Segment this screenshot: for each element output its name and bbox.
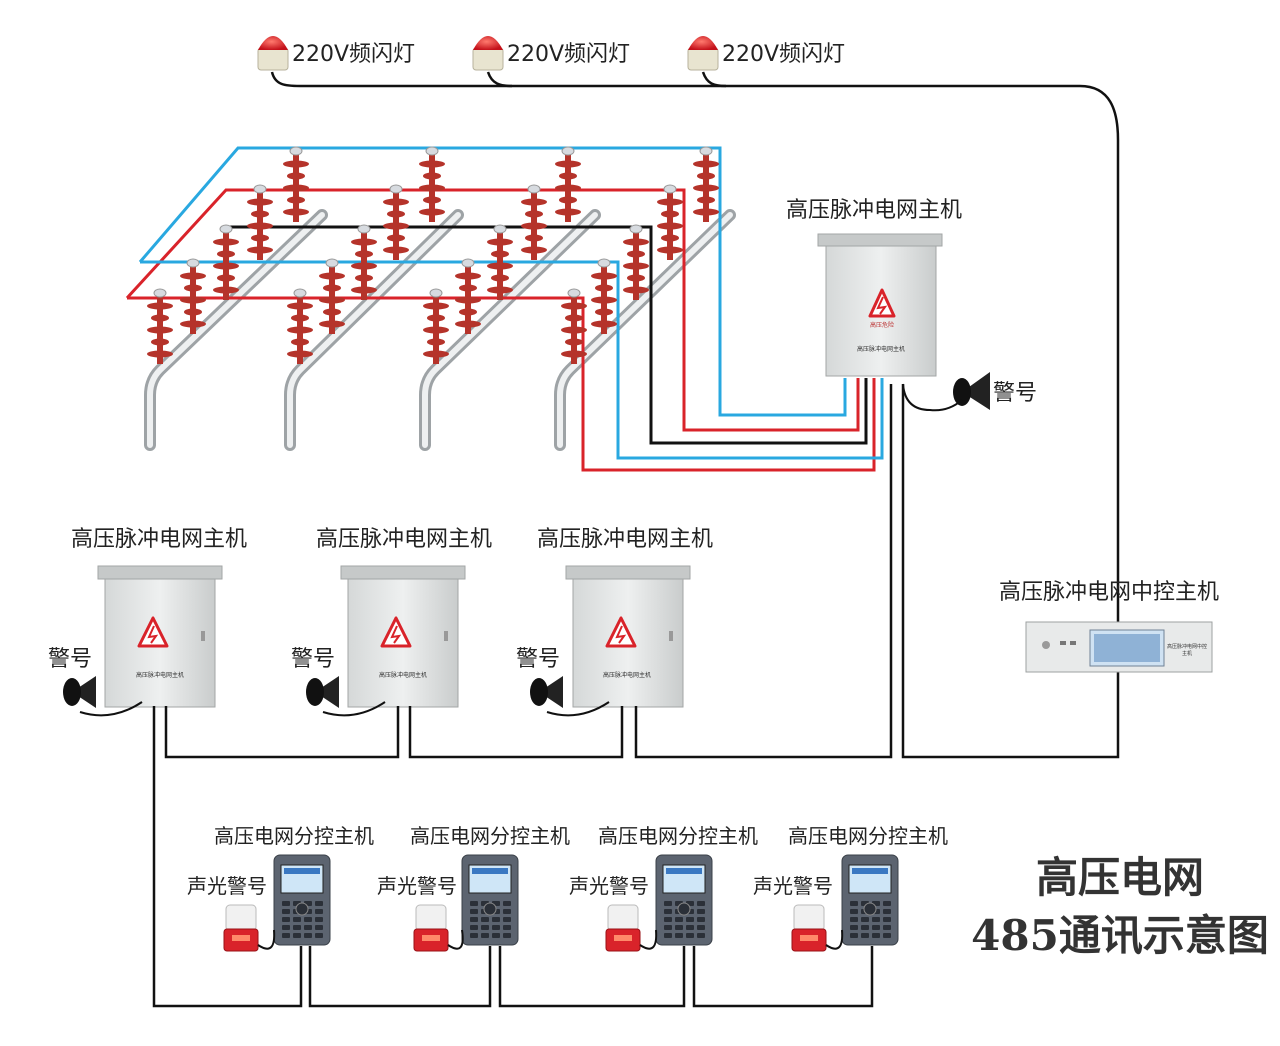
insulator xyxy=(487,224,513,300)
insulator xyxy=(693,146,719,222)
insulator xyxy=(423,288,449,364)
insulator xyxy=(591,258,617,334)
central-host-label: 高压脉冲电网中控主机 xyxy=(999,580,1220,605)
sub-controller-device xyxy=(461,854,519,946)
siren-label-1: 警号 xyxy=(48,647,93,672)
alarm-label-2: 声光警号 xyxy=(377,874,457,898)
sub-controller-label-2: 高压电网分控主机 xyxy=(410,824,570,848)
siren-label-2: 警号 xyxy=(291,647,336,672)
diagram-title-line2: 485通讯示意图 xyxy=(971,911,1269,960)
insulator xyxy=(147,288,173,364)
siren xyxy=(306,676,386,717)
insulator xyxy=(419,146,445,222)
sub-controller-label-3: 高压电网分控主机 xyxy=(598,824,758,848)
insulator xyxy=(383,184,409,260)
siren-top xyxy=(902,372,990,412)
sub-controller-label-1: 高压电网分控主机 xyxy=(214,824,374,848)
insulator xyxy=(561,288,587,364)
fence-wires xyxy=(125,146,884,472)
central-host-panel: 高压脉冲电网中控主机 xyxy=(1166,644,1207,657)
audible-visual-alarm xyxy=(413,904,464,952)
main-host-cabinet xyxy=(97,565,223,708)
flash-lamp-1 xyxy=(257,36,289,71)
main-host-panel-1: 高压脉冲电网主机 xyxy=(135,672,184,679)
flash-lamp-3 xyxy=(687,36,719,71)
insulator xyxy=(247,184,273,260)
insulator xyxy=(213,224,239,300)
main-host-cabinet xyxy=(340,565,466,708)
fence-poles xyxy=(144,209,736,451)
lamp-wiring xyxy=(270,71,1120,759)
main-host-bus xyxy=(164,384,893,759)
alarm-label-4: 声光警号 xyxy=(753,874,833,898)
siren-top-label: 警号 xyxy=(993,381,1038,406)
insulator xyxy=(319,258,345,334)
sub-controllers xyxy=(223,854,899,952)
sub-controller-device xyxy=(655,854,713,946)
main-host-top-panel: 高压脉冲电网主机 xyxy=(856,346,905,353)
main-host-top-label: 高压脉冲电网主机 xyxy=(786,198,963,223)
insulator xyxy=(287,288,313,364)
sub-controller-device xyxy=(841,854,899,946)
main-host-cabinets xyxy=(63,565,691,717)
sub-controller-bus xyxy=(152,706,874,1008)
insulator xyxy=(455,258,481,334)
main-host-label-1: 高压脉冲电网主机 xyxy=(71,527,248,552)
central-host-device xyxy=(1025,621,1213,673)
siren xyxy=(63,676,143,717)
siren xyxy=(530,676,610,717)
flash-lamp-label-2: 220V频闪灯 xyxy=(507,42,631,67)
alarm-label-3: 声光警号 xyxy=(569,874,649,898)
sub-controller-device xyxy=(273,854,331,946)
insulator xyxy=(180,258,206,334)
flash-lamp-2 xyxy=(472,36,504,71)
main-host-cabinet xyxy=(565,565,691,708)
main-host-label-2: 高压脉冲电网主机 xyxy=(316,527,493,552)
insulators xyxy=(147,146,719,364)
main-host-top-cabinet xyxy=(817,233,943,377)
audible-visual-alarm xyxy=(223,904,276,952)
audible-visual-alarm xyxy=(605,904,658,952)
siren-label-3: 警号 xyxy=(516,647,561,672)
main-host-panel-3: 高压脉冲电网主机 xyxy=(602,672,651,679)
main-host-panel-2: 高压脉冲电网主机 xyxy=(378,672,427,679)
insulator xyxy=(521,184,547,260)
insulator xyxy=(555,146,581,222)
sub-controller-label-4: 高压电网分控主机 xyxy=(788,824,948,848)
insulator xyxy=(283,146,309,222)
flash-lamp-label-3: 220V频闪灯 xyxy=(722,42,846,67)
audible-visual-alarm xyxy=(791,904,844,952)
diagram-title-line1: 高压电网 xyxy=(1035,853,1204,902)
flash-lamp-label-1: 220V频闪灯 xyxy=(292,42,416,67)
alarm-label-1: 声光警号 xyxy=(187,874,267,898)
insulator xyxy=(657,184,683,260)
insulator xyxy=(351,224,377,300)
insulator xyxy=(623,224,649,300)
main-host-label-3: 高压脉冲电网主机 xyxy=(537,527,714,552)
main-host-top-warn: 高压危险 xyxy=(869,322,894,329)
